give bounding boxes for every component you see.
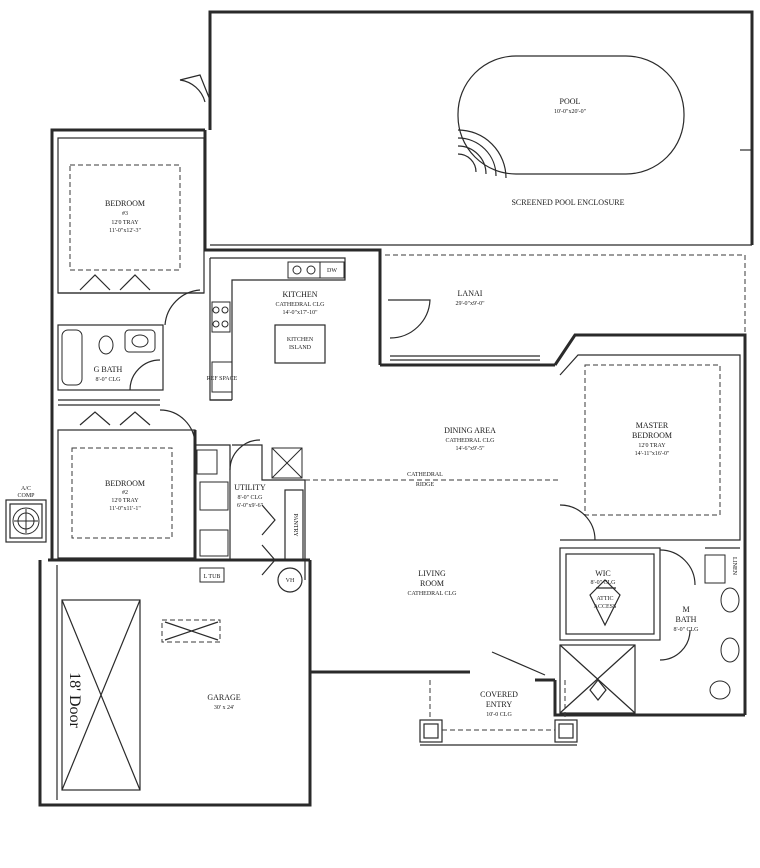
ac-line2: COMP <box>17 493 35 499</box>
ridge-line1: CATHEDRAL <box>407 472 443 478</box>
screened-pool-enclosure <box>179 10 754 246</box>
bedroom2-size: 11'-0"x11'-1" <box>109 506 141 512</box>
entry-label2: ENTRY <box>486 700 512 709</box>
bedroom3-ceiling: 12'0 TRAY <box>111 220 139 226</box>
bedroom3-size: 11'-0"x12'-3" <box>109 228 141 234</box>
attic-line2: ACCESS <box>594 604 617 610</box>
ac-line1: A/C <box>21 486 31 492</box>
kitchen-size: 14'-0"x17'-10" <box>282 310 318 316</box>
pool-size: 10'-0"x20'-0" <box>554 109 587 115</box>
dining-size: 14'-6"x9'-5" <box>455 446 485 452</box>
mbath-ceiling: 8'-0" CLG <box>673 627 699 633</box>
kitchen-ceiling: CATHEDRAL CLG <box>276 302 326 308</box>
bedroom-2 <box>57 429 196 559</box>
garage-label: GARAGE <box>207 693 240 702</box>
island-line1: KITCHEN <box>287 337 314 343</box>
entry-ceiling: 10'-0 CLG <box>486 712 512 718</box>
entry-label: COVERED <box>480 690 518 699</box>
garage-size: 30' x 24' <box>214 705 234 711</box>
mbath-label: M <box>682 605 689 614</box>
living-label: LIVING <box>418 569 446 578</box>
fridge-label: REF SPACE <box>207 376 238 382</box>
master-label: MASTER <box>636 421 669 430</box>
master-bedroom <box>559 354 741 541</box>
island-line2: ISLAND <box>289 345 312 351</box>
garage-door-label: 18' Door <box>66 672 83 728</box>
walk-in-closet <box>559 547 661 641</box>
master-label2: BEDROOM <box>632 431 672 440</box>
ridge-line2: RIDGE <box>416 482 435 488</box>
lanai-label: LANAI <box>458 289 483 298</box>
ltub-label: L TUB <box>204 574 221 580</box>
dw-label: DW <box>327 268 337 274</box>
bedroom2-number: #2 <box>122 490 128 496</box>
utility-label: UTILITY <box>234 483 266 492</box>
bedroom3-label: BEDROOM <box>105 199 145 208</box>
kitchen-label: KITCHEN <box>282 290 317 299</box>
pool-label: POOL <box>560 97 581 106</box>
pantry-label: PANTRY <box>292 513 298 537</box>
utility-size: 6'-0"x9'-6" <box>237 503 264 509</box>
exterior-walls <box>38 128 747 807</box>
garage <box>61 558 310 791</box>
lanai <box>385 254 746 361</box>
wic-label: WIC <box>595 569 611 578</box>
bedroom2-ceiling: 12'0 TRAY <box>111 498 139 504</box>
master-ceiling: 12'0 TRAY <box>638 443 666 449</box>
linen-label: LINEN <box>731 557 737 576</box>
gbath-ceiling: 8'-0" CLG <box>95 377 121 383</box>
attic-line1: ATTIC <box>597 596 614 602</box>
vh-label: VH <box>286 578 295 584</box>
water-heater <box>277 567 303 593</box>
bedroom2-label: BEDROOM <box>105 479 145 488</box>
utility-ceiling: 8'-0" CLG <box>237 495 263 501</box>
enclosure-label: SCREENED POOL ENCLOSURE <box>511 198 624 207</box>
living-label2: ROOM <box>420 579 444 588</box>
pool <box>457 55 685 179</box>
bedroom3-number: #3 <box>122 211 128 217</box>
dining-ceiling: CATHEDRAL CLG <box>446 438 496 444</box>
master-size: 14'-11"x16'-0" <box>635 451 670 457</box>
living-ceiling: CATHEDRAL CLG <box>408 591 458 597</box>
wic-ceiling: 8'-0" CLG <box>590 580 616 586</box>
g-bath <box>57 324 164 391</box>
mbath-label2: BATH <box>676 615 697 624</box>
master-bath <box>559 547 740 714</box>
labels: POOL 10'-0"x20'-0" SCREENED POOL ENCLOSU… <box>17 97 737 729</box>
ac-compressor <box>5 499 47 543</box>
kitchen <box>209 257 346 401</box>
bedroom-3 <box>57 137 205 294</box>
lanai-size: 29'-0"x9'-0" <box>455 301 485 307</box>
covered-entry <box>419 651 578 746</box>
dining-label: DINING AREA <box>444 426 496 435</box>
gbath-label: G BATH <box>94 365 123 374</box>
hall-doors <box>58 289 201 446</box>
laundry-tub <box>199 567 225 583</box>
